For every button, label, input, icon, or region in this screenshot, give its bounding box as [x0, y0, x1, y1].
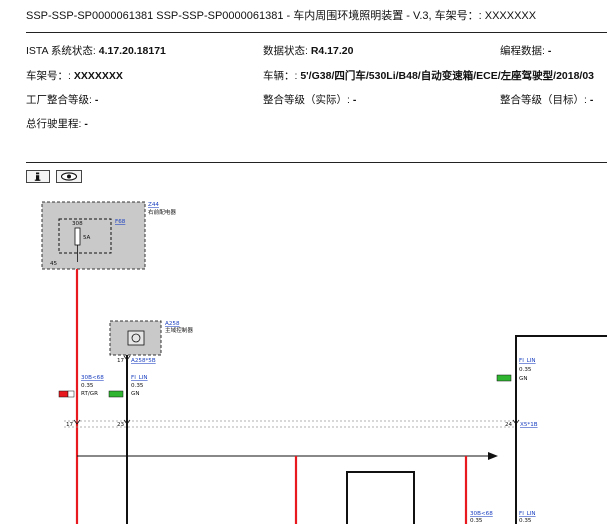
- data-status: 数据状态: R4.17.20: [263, 43, 353, 58]
- splice-pin-left-a: 17: [66, 422, 74, 428]
- gray-wire-swatch: [67, 390, 75, 398]
- fuse-rating: 5A: [83, 235, 91, 241]
- right-module-outline: [515, 335, 607, 524]
- green-wire-swatch-left: [108, 390, 124, 398]
- level-actual-label: 整合等级（实际）:: [263, 94, 350, 106]
- wire4-size: 0.35: [470, 518, 483, 524]
- wire1-code[interactable]: 30B<68: [81, 375, 104, 381]
- programming-data-value: -: [547, 45, 552, 57]
- wire3-color: GN: [519, 376, 528, 382]
- programming-data-label: 编程数据:: [500, 45, 545, 57]
- vin: 车架号：: XXXXXXX: [26, 68, 123, 83]
- signal-arrowhead: [488, 452, 498, 460]
- data-status-label: 数据状态:: [263, 45, 308, 57]
- info-icon: [34, 172, 41, 181]
- splice-connector-link[interactable]: X5*1B: [520, 422, 538, 428]
- vehicle-label: 车辆：:: [263, 70, 298, 82]
- level-target: 整合等级（目标）: -: [500, 92, 593, 107]
- level-target-value: -: [589, 94, 594, 106]
- splice-arrow-left-b: [123, 419, 131, 425]
- fuse-symbol: [74, 227, 81, 246]
- vin-label: 车架号：:: [26, 70, 71, 82]
- vehicle: 车辆：: 5'/G38/四门车/530Li/B48/自动变速箱/ECE/左座驾驶…: [263, 68, 594, 83]
- splice-arrow-left-a: [73, 419, 81, 425]
- wire3-size: 0.35: [519, 367, 532, 373]
- eye-icon: [60, 172, 78, 181]
- a258-name: 主域控制器: [165, 326, 193, 334]
- lower-module-outline: [346, 471, 415, 524]
- vehicle-value: 5'/G38/四门车/530Li/B48/自动变速箱/ECE/左座驾驶型/201…: [300, 70, 595, 82]
- fuse-link[interactable]: F68: [115, 219, 126, 225]
- factory-level: 工厂整合等级: -: [26, 92, 98, 107]
- level-actual: 整合等级（实际）: -: [263, 92, 356, 107]
- vin-value: XXXXXXX: [73, 70, 123, 82]
- wire2-code[interactable]: FI_LIN: [131, 375, 148, 381]
- fuse-number: 308: [72, 221, 83, 227]
- wire2-size: 0.35: [131, 383, 144, 389]
- controller-icon-ring: [131, 333, 141, 343]
- fuse-housing: [58, 218, 112, 254]
- a258-link[interactable]: A258: [165, 321, 180, 327]
- a258-connector-link[interactable]: A258*5B: [131, 358, 156, 364]
- header-divider: [26, 32, 607, 33]
- programming-data: 编程数据: -: [500, 43, 551, 58]
- level-actual-value: -: [352, 94, 357, 106]
- mileage-value: -: [84, 118, 88, 130]
- view-button[interactable]: [56, 170, 82, 183]
- factory-level-label: 工厂整合等级:: [26, 94, 92, 106]
- controller-icon: [127, 330, 145, 346]
- wire1-color: RT/GR: [81, 391, 98, 397]
- green-wire-swatch-right: [496, 374, 512, 382]
- wire1-size: 0.35: [81, 383, 94, 389]
- splice-arrow-right: [512, 419, 520, 425]
- wire3-code[interactable]: FI_LIN: [519, 358, 536, 364]
- wire5-size: 0.35: [519, 518, 532, 524]
- wire2-color: GN: [131, 391, 140, 397]
- z44-link[interactable]: Z44: [148, 202, 159, 208]
- red-wire-swatch: [58, 390, 69, 398]
- wire5-code[interactable]: FI_LIN: [519, 511, 536, 517]
- factory-level-value: -: [94, 94, 99, 106]
- ista-status: ISTA 系统状态: 4.17.20.18171: [26, 43, 166, 58]
- document-title: SSP-SSP-SP0000061381 SSP-SSP-SP000006138…: [26, 10, 537, 22]
- data-status-value: R4.17.20: [310, 45, 354, 57]
- wire4-code[interactable]: 30B<68: [470, 511, 493, 517]
- level-target-label: 整合等级（目标）:: [500, 94, 587, 106]
- a258-pin: 17: [117, 358, 125, 364]
- ista-status-value: 4.17.20.18171: [98, 45, 166, 57]
- ista-status-label: ISTA 系统状态:: [26, 45, 96, 57]
- splice-pin-right: 24: [505, 422, 513, 428]
- info-button[interactable]: [26, 170, 50, 183]
- diagram-divider: [26, 162, 607, 163]
- z44-pin: 45: [50, 261, 58, 267]
- z44-name: 右前配电器: [148, 208, 176, 216]
- mileage-label: 总行驶里程:: [26, 118, 82, 130]
- splice-pin-left-b: 23: [117, 422, 125, 428]
- mileage: 总行驶里程: -: [26, 116, 88, 131]
